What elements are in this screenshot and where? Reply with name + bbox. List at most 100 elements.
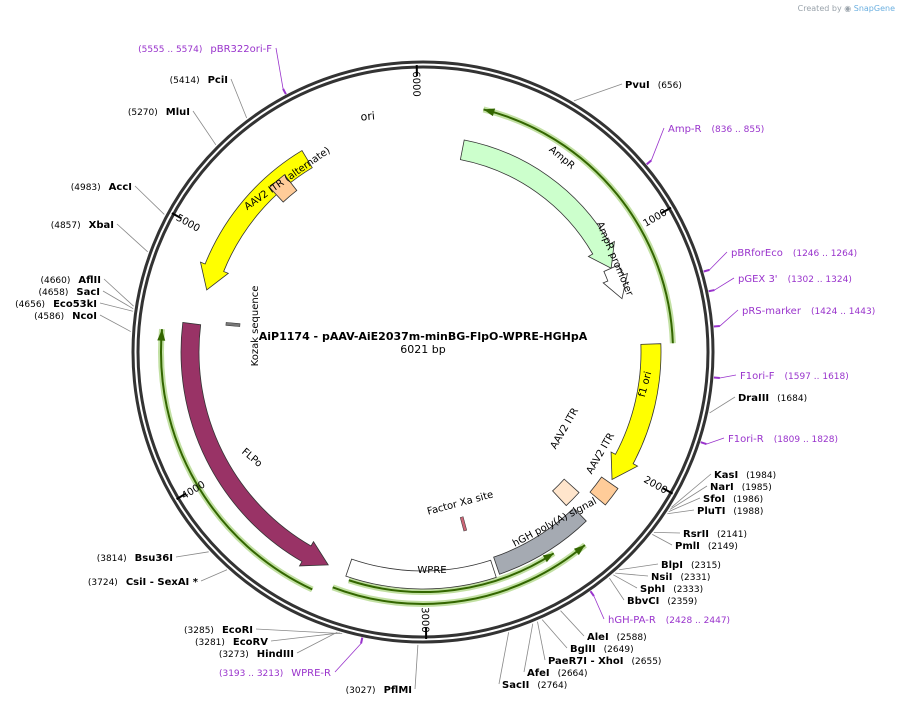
site-label: AfeI(2664) — [527, 668, 588, 679]
primer-mark — [647, 160, 652, 164]
primer-leader — [720, 375, 736, 378]
site-leader — [499, 632, 509, 684]
site-name: KasI — [714, 470, 738, 481]
site-label: BbvCI(2359) — [627, 596, 697, 607]
site-label: AleI(2588) — [587, 632, 647, 643]
site-position: (1985) — [742, 483, 772, 493]
site-position: (1986) — [733, 495, 763, 505]
primer-mark — [590, 591, 593, 596]
tick-label: 3000 — [419, 607, 430, 633]
site-name: RsrII — [683, 529, 709, 540]
site-label: (3273) HindIII — [219, 649, 294, 660]
site-label: (3027)PflMI — [346, 685, 412, 696]
site-leader — [135, 186, 164, 214]
site-name: PaeR7I - XhoI — [548, 656, 624, 667]
site-leader — [176, 552, 209, 557]
site-name: NsiI — [651, 572, 672, 583]
site-name: AccI — [109, 182, 132, 193]
site-position: (3273) — [219, 650, 249, 660]
primer-range: (5555 .. 5574) — [138, 45, 202, 55]
site-position: (4658) — [38, 288, 68, 298]
site-position: (4660) — [40, 276, 70, 286]
site-label: (3281)EcoRV — [195, 637, 268, 648]
primer-range: (1809 .. 1828) — [774, 435, 838, 445]
site-leader — [652, 534, 672, 545]
site-name: CsiI - SexAI * — [126, 577, 199, 588]
primer-range: (836 .. 855) — [712, 125, 765, 135]
site-name: SphI — [640, 584, 665, 595]
primer-mark — [714, 326, 720, 327]
snapgene-watermark: Created by ◉ SnapGene — [798, 4, 895, 13]
site-label: (5414) PciI — [170, 75, 228, 86]
site-position: (1984) — [746, 471, 776, 481]
primer-name: pRS-marker — [742, 306, 802, 317]
site-label: (4586)NcoI — [34, 311, 97, 322]
site-leader — [193, 111, 216, 145]
site-position: (4656) — [15, 300, 45, 310]
site-name: PciI — [208, 75, 228, 86]
primer-label: hGH-PA-R (2428 .. 2447) — [608, 615, 730, 626]
site-label: (4658) SacI — [38, 287, 100, 298]
site-name: HindIII — [257, 649, 294, 660]
feature-label: ori — [360, 109, 375, 123]
primer-label: F1ori-R (1809 .. 1828) — [728, 434, 838, 445]
primer-name: hGH-PA-R — [608, 615, 656, 626]
primer-mark — [709, 290, 715, 291]
primer-label: (3193 .. 3213)WPRE-R — [219, 668, 331, 679]
site-position: (5414) — [170, 76, 200, 86]
site-name: NcoI — [72, 311, 97, 322]
primer-range: (1302 .. 1324) — [788, 275, 852, 285]
primer-range: (1424 .. 1443) — [811, 307, 875, 317]
site-leader — [524, 624, 533, 672]
site-leader — [103, 291, 133, 309]
site-name: XbaI — [89, 220, 114, 231]
primer-range: (1246 .. 1264) — [793, 249, 857, 259]
site-position: (1988) — [733, 507, 763, 517]
site-leader — [609, 578, 624, 600]
site-leader — [201, 570, 227, 581]
site-name: Eco53kI — [53, 299, 97, 310]
site-leader — [256, 629, 342, 634]
site-label: PaeR7I - XhoI(2655) — [548, 656, 661, 667]
primer-name: F1ori-R — [728, 434, 764, 445]
site-name: MluI — [166, 107, 190, 118]
primer-leader — [335, 643, 361, 672]
site-name: SacI — [76, 287, 100, 298]
site-leader — [117, 224, 148, 252]
site-name: NarI — [710, 482, 734, 493]
factor-xa-label: Factor Xa site — [426, 489, 495, 517]
site-leader — [654, 532, 680, 533]
site-label: RsrII(2141) — [683, 529, 747, 540]
site-label: (3285)EcoRI — [184, 625, 253, 636]
site-leader — [619, 564, 658, 570]
site-position: (2664) — [558, 669, 588, 679]
site-leader — [100, 315, 131, 332]
site-leader — [542, 620, 567, 648]
site-position: (2649) — [604, 645, 634, 655]
site-label: PluTI(1988) — [697, 506, 763, 517]
primer-label: pRS-marker (1424 .. 1443) — [742, 306, 875, 317]
site-name: SacII — [502, 680, 529, 691]
site-label: SacII(2764) — [502, 680, 567, 691]
site-leader — [574, 84, 622, 101]
primer-range: (2428 .. 2447) — [666, 616, 730, 626]
tick-label: 6000 — [410, 71, 422, 97]
plasmid-length: 6021 bp — [400, 343, 445, 356]
site-leader — [561, 611, 584, 636]
primer-leader — [594, 596, 604, 619]
site-position: (2333) — [673, 585, 703, 595]
primer-mark — [361, 638, 362, 644]
site-position: (4983) — [71, 183, 101, 193]
primer-leader — [276, 48, 283, 89]
site-name: EcoRV — [233, 637, 268, 648]
site-position: (2149) — [708, 542, 738, 552]
site-label: (3814)Bsu36I — [97, 553, 173, 564]
site-name: DraIII — [738, 393, 769, 404]
site-leader — [231, 79, 247, 118]
primer-name: pGEX 3' — [738, 274, 778, 285]
site-label: PvuI(656) — [625, 80, 682, 91]
site-name: PmlI — [675, 541, 700, 552]
tick-label: 2000 — [642, 475, 670, 497]
tick-label: 1000 — [642, 207, 670, 229]
